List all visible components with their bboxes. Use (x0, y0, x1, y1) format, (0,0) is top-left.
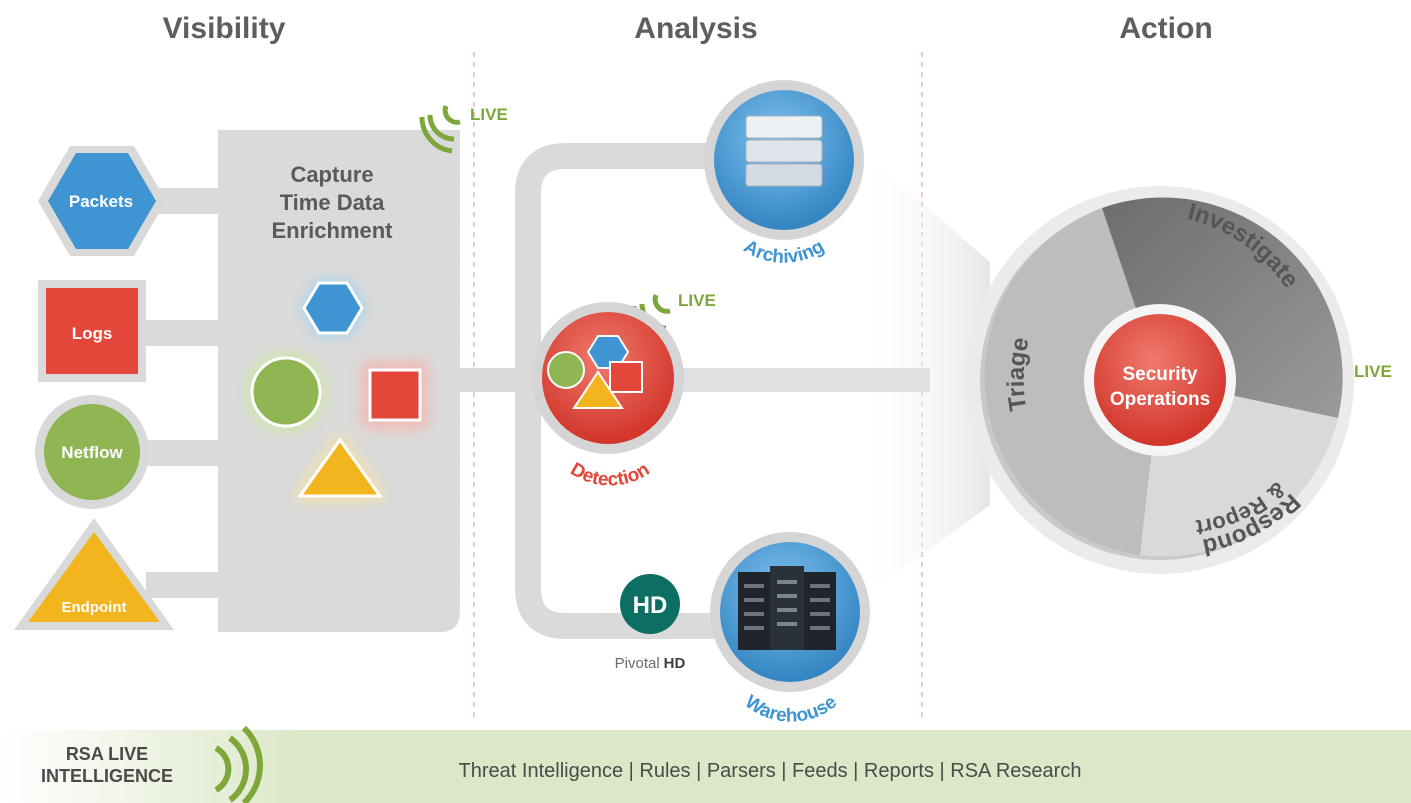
server-rack-icon (738, 566, 836, 650)
connector-logs (146, 320, 220, 346)
enriched-hexagon (302, 281, 364, 335)
live-label-capture: LIVE (470, 105, 508, 124)
live-label-detection: LIVE (678, 291, 716, 310)
logs-square (46, 288, 138, 374)
hd-logo-text: HD (633, 592, 668, 619)
connector-netflow (146, 440, 220, 466)
rsa-live-intelligence-footer: RSA LIVE INTELLIGENCE Threat Intelligenc… (0, 725, 1411, 803)
detection-circle-icon (547, 351, 585, 389)
column-title-action: Action (1119, 12, 1212, 45)
analysis-bracket (515, 143, 930, 639)
detection-label: Detection (567, 459, 654, 491)
detection-hexagon-icon (586, 335, 630, 369)
column-title-visibility: Visibility (163, 12, 286, 45)
source-netflow: Netflow (35, 395, 149, 509)
triage-segment (984, 208, 1160, 555)
source-packets: Packets (38, 146, 166, 256)
live-label-action: LIVE (1354, 362, 1392, 381)
packets-hexagon (48, 153, 156, 249)
endpoint-triangle (28, 532, 160, 622)
detection-square-icon (609, 361, 643, 393)
warehouse-node: Warehouse (710, 532, 870, 727)
netflow-circle (44, 404, 140, 500)
column-title-analysis: Analysis (634, 12, 757, 45)
capture-title-line3: Enrichment (271, 218, 393, 243)
triage-label: Triage (1003, 335, 1035, 413)
source-logs: Logs (38, 280, 146, 382)
packets-label: Packets (69, 192, 133, 211)
footer-title-line2: INTELLIGENCE (41, 766, 173, 786)
security-operations-core (1094, 314, 1226, 446)
capture-title-line1: Capture (290, 162, 373, 187)
detection-node: Detection (532, 302, 684, 491)
archiving-label: Archiving (740, 236, 828, 268)
footer-items: Threat Intelligence | Rules | Parsers | … (459, 760, 1082, 782)
capture-title-line2: Time Data (280, 190, 386, 215)
enriched-circle (250, 356, 322, 428)
footer-title-line1: RSA LIVE (66, 744, 148, 764)
live-badge-capture: LIVE (419, 105, 508, 154)
enriched-triangle (297, 437, 383, 498)
archiving-node: Archiving (704, 80, 864, 268)
database-icon (745, 115, 823, 187)
enriched-shapes (246, 280, 428, 500)
logs-label: Logs (72, 324, 113, 343)
netflow-label: Netflow (61, 443, 123, 462)
connector-detection-to-action (668, 368, 930, 392)
detection-sphere (542, 312, 674, 444)
warehouse-label: Warehouse (741, 691, 841, 726)
security-operations-wheel: Security Operations Investigate Triage R… (966, 186, 1354, 574)
endpoint-label: Endpoint (62, 599, 127, 616)
source-endpoint: Endpoint (14, 518, 174, 630)
live-signal-icon (214, 725, 263, 803)
security-operations-line1: Security (1123, 364, 1198, 385)
security-operations-line2: Operations (1110, 389, 1210, 410)
enriched-square (368, 368, 422, 422)
detection-triangle-icon (572, 370, 624, 409)
connector-endpoint (146, 572, 220, 598)
